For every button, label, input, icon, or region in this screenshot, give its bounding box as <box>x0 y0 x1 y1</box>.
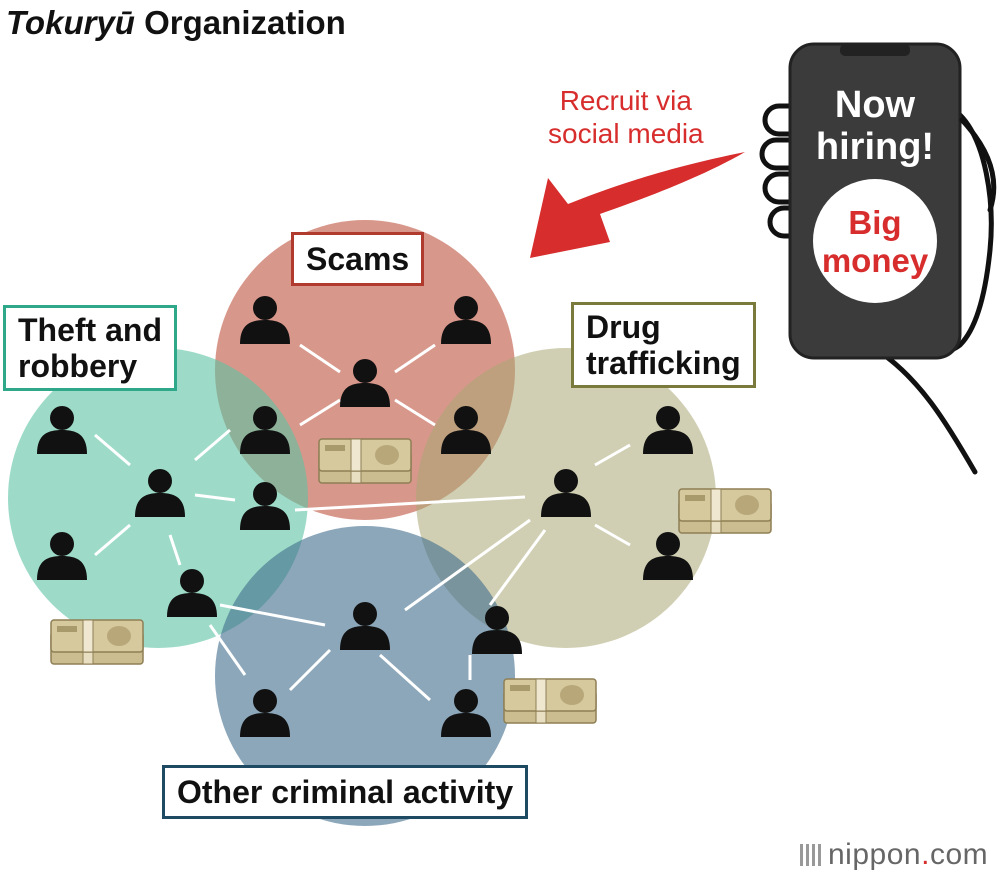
phone-icon <box>788 42 962 360</box>
phone-big-1: Big <box>848 204 902 241</box>
label-other-criminal: Other criminal activity <box>162 765 529 819</box>
label-theft-robbery: Theft and robbery <box>3 305 177 391</box>
banknote-stack-icon <box>318 438 412 484</box>
thumb-icon <box>959 117 997 213</box>
connection-lines <box>94 343 631 702</box>
label-theft-line-1: Theft and <box>18 312 162 348</box>
brand-dot: . <box>921 838 930 871</box>
recruit-label: Recruit via social media <box>548 84 704 150</box>
brand-bars-icon <box>800 844 822 866</box>
label-scams: Scams <box>291 232 425 286</box>
phone-big-2: money <box>821 242 929 279</box>
other-circle <box>215 526 515 826</box>
title-rest: Organization <box>134 4 346 41</box>
brand-logo: nippon.com <box>800 838 988 872</box>
banknote-stack-icon <box>678 488 772 534</box>
phone-line-1: Now <box>834 84 916 126</box>
label-theft-line-2: robbery <box>18 348 138 384</box>
phone-badge: Big money <box>815 204 935 280</box>
brand-name: nippon <box>828 838 922 871</box>
page-title: Tokuryū Organization <box>6 4 346 42</box>
title-italic: Tokuryū <box>6 4 135 41</box>
label-drug-line-1: Drug <box>586 309 661 345</box>
label-drug-trafficking: Drug trafficking <box>571 302 756 388</box>
brand-suffix: com <box>929 838 989 871</box>
banknote-stack-icon <box>50 619 144 665</box>
curved-arrow-icon <box>530 152 745 258</box>
phone-headline: Now hiring! <box>800 84 950 168</box>
label-drug-line-2: trafficking <box>586 345 741 381</box>
banknote-stack-icon <box>503 678 597 724</box>
recruit-line-2: social media <box>548 118 704 149</box>
phone-line-2: hiring! <box>815 126 935 168</box>
recruit-line-1: Recruit via <box>559 85 692 116</box>
